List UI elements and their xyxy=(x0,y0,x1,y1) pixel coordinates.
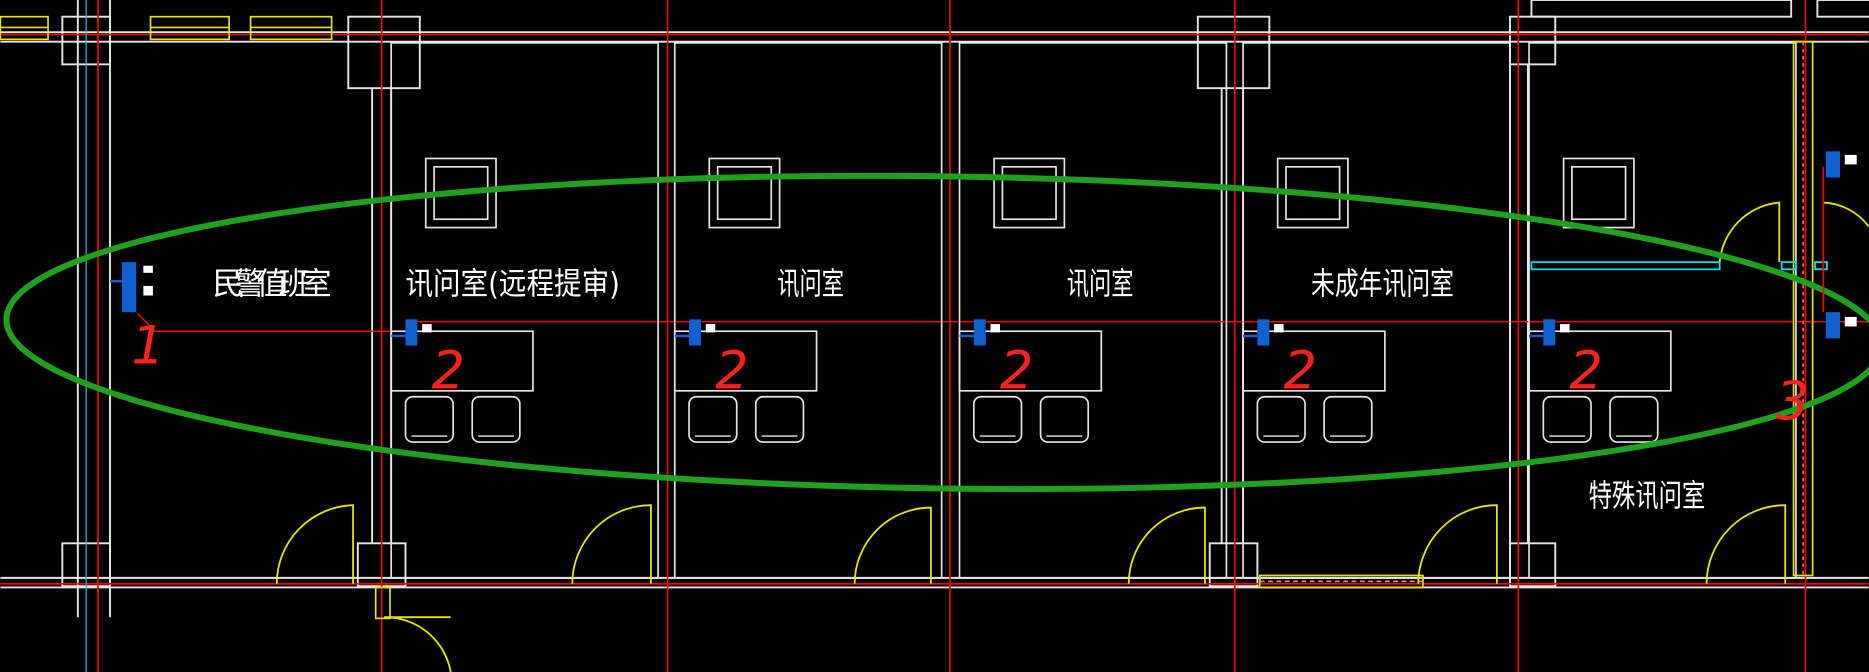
chair xyxy=(1609,395,1659,443)
desk xyxy=(673,330,818,392)
interrogation-room xyxy=(390,42,659,579)
annotation-2: 2 xyxy=(432,340,465,401)
chair xyxy=(471,395,521,443)
interrogation-room xyxy=(1242,42,1511,579)
annotation-3: 3 xyxy=(1776,371,1809,432)
desk xyxy=(958,330,1103,392)
chair xyxy=(972,395,1023,443)
camera-icon xyxy=(391,319,432,346)
chair xyxy=(1256,395,1306,443)
camera-icon xyxy=(1529,319,1570,346)
chair xyxy=(1039,395,1090,443)
interrogation-room xyxy=(1528,42,1797,579)
chair xyxy=(1323,395,1373,443)
highlight-ellipse xyxy=(3,172,1869,493)
doors xyxy=(275,201,1869,672)
room-label: 未成年讯问室 xyxy=(1311,266,1454,302)
annotation-2: 2 xyxy=(1570,340,1603,401)
chair xyxy=(404,395,454,443)
room-label-duty: 民警值班室 xyxy=(212,266,331,302)
room-label: 特殊讯问室 xyxy=(1589,478,1706,514)
camera-icon xyxy=(674,319,716,346)
armchair xyxy=(1562,157,1635,229)
room-label: 讯问室(远程提审) xyxy=(405,266,619,302)
camera-right-upper xyxy=(1822,151,1857,339)
annotation-2: 2 xyxy=(1284,340,1317,401)
walls xyxy=(0,0,1869,618)
brick-wall xyxy=(374,40,1814,620)
interrogation-room xyxy=(673,42,943,579)
armchair xyxy=(708,157,781,229)
glass-partition xyxy=(1530,261,1828,271)
annotation-2: 2 xyxy=(715,340,748,401)
camera-duty-room xyxy=(109,262,153,313)
desk xyxy=(390,330,534,392)
camera-icon xyxy=(1243,319,1284,346)
chair xyxy=(754,395,805,443)
top-windows xyxy=(0,15,333,41)
desk xyxy=(1242,330,1386,392)
desk xyxy=(1528,330,1672,392)
room-label: 讯问室 xyxy=(777,266,844,302)
camera-icon xyxy=(959,319,1001,346)
armchair xyxy=(993,157,1066,229)
interrogation-room xyxy=(958,42,1228,579)
room-label: 讯问室 xyxy=(1067,266,1134,302)
chair xyxy=(1542,395,1592,443)
annotation-1: 1 xyxy=(131,315,164,376)
annotation-2: 2 xyxy=(1000,340,1033,401)
chair xyxy=(688,395,738,443)
rooms xyxy=(390,42,1797,579)
